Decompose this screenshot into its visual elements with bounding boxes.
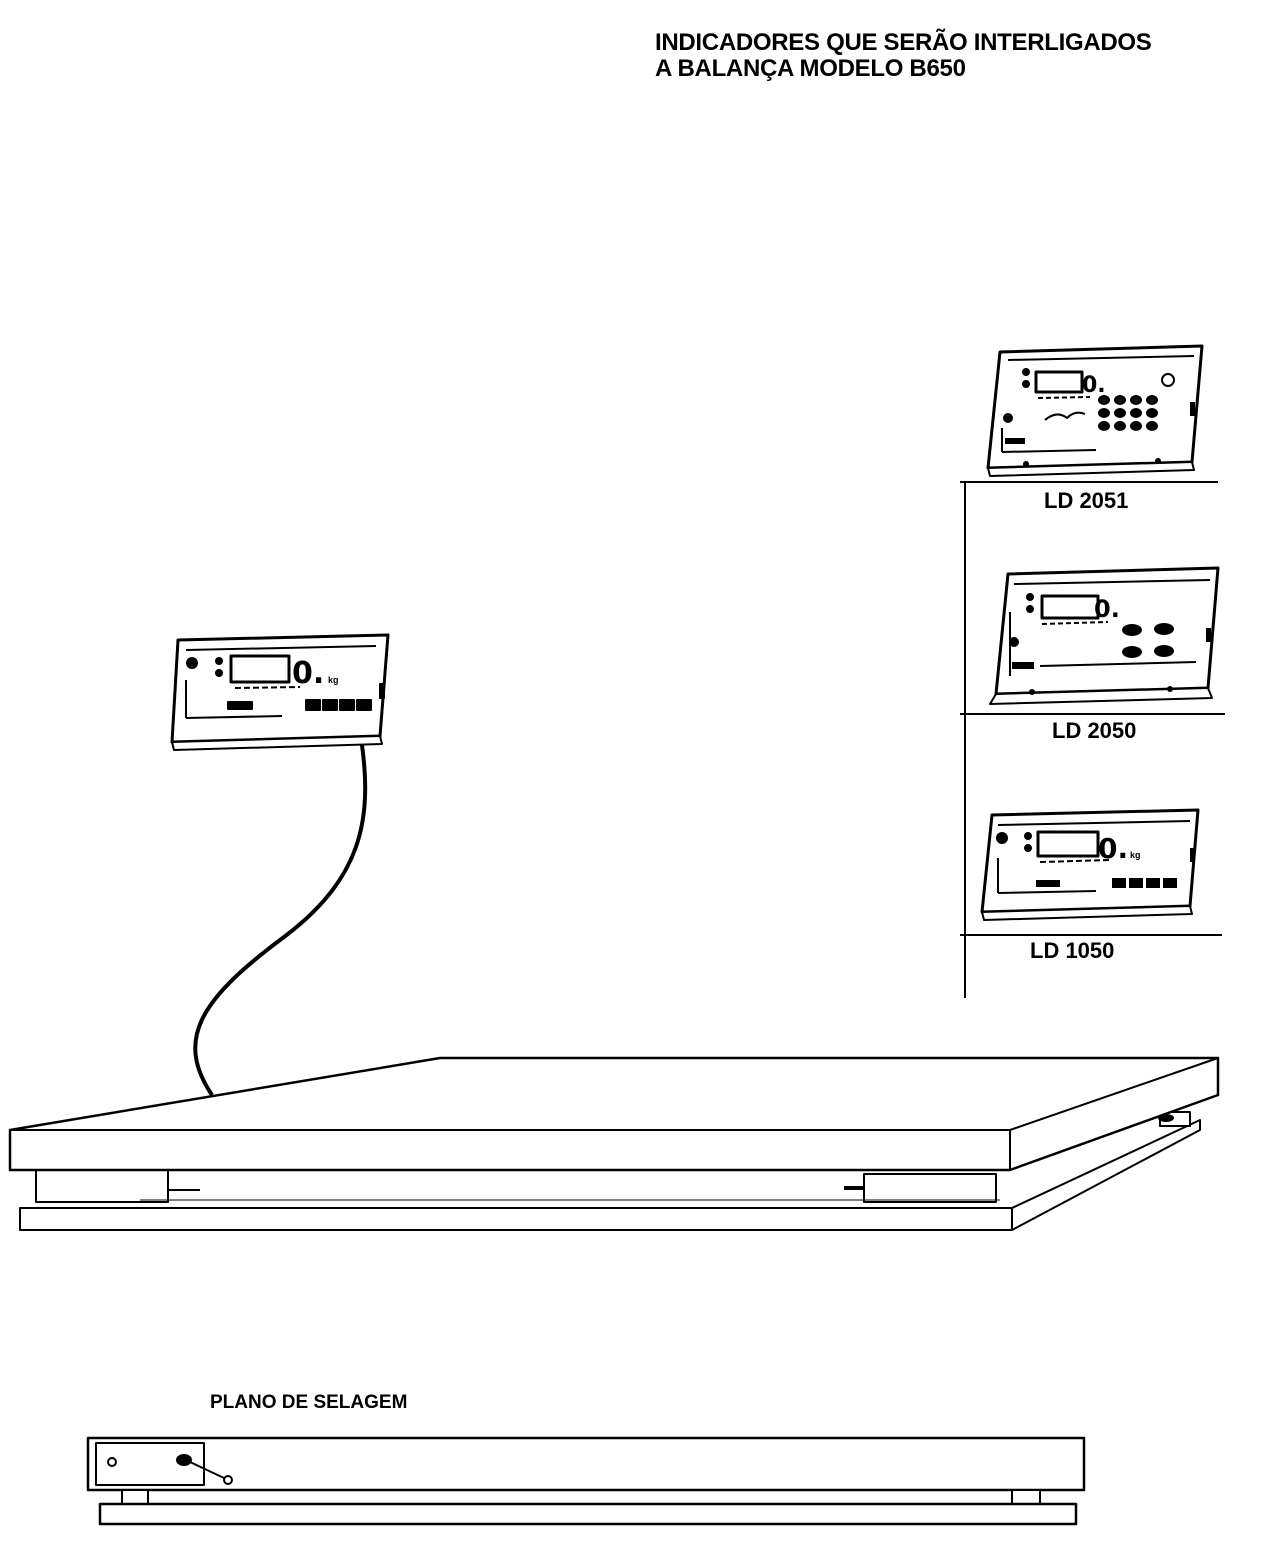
page-title: INDICADORES QUE SERÃO INTERLIGADOS A BAL… [655,30,1152,82]
indicator-panel [960,481,1225,998]
main-indicator-reading: 0. [292,656,324,691]
main-indicator-unit: kg [328,675,339,685]
indicator-ld1050: 0. kg [980,808,1200,921]
svg-text:0.: 0. [1094,595,1120,623]
seal-plan-title: PLANO DE SELAGEM [210,1392,408,1413]
svg-text:kg: kg [1130,850,1141,860]
title-line-1: INDICADORES QUE SERÃO INTERLIGADOS [655,29,1152,56]
main-indicator: 0. kg [170,633,390,751]
title-line-2: A BALANÇA MODELO B650 [655,55,966,82]
model-label-ld2051: LD 2051 [1044,488,1129,513]
seal-plan-drawing [86,1436,1086,1526]
svg-text:0.: 0. [1098,832,1128,865]
platform-scale [8,1056,1220,1231]
model-label-ld2050: LD 2050 [1052,718,1137,743]
indicator-ld2050: 0. [989,566,1220,705]
svg-text:0.: 0. [1082,373,1106,398]
model-label-ld1050: LD 1050 [1030,938,1115,963]
indicator-ld2051: 0. [986,344,1204,477]
cable [193,744,368,1097]
